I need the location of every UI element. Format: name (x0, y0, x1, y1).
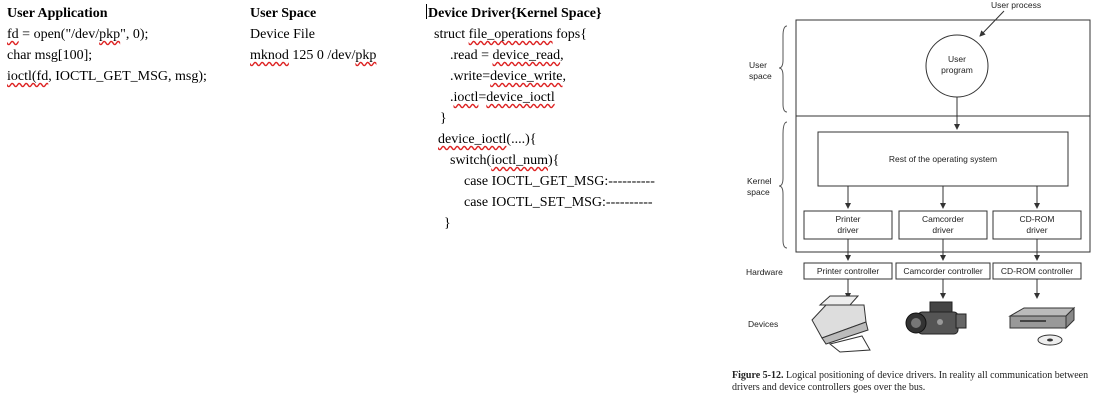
driver-line-struct: struct file_operations fops{ (434, 27, 587, 42)
mknod-line: mknod 125 0 /dev/pkp (250, 48, 377, 63)
text-cursor (426, 4, 427, 19)
driver-line-func: device_ioctl(....){ (438, 132, 537, 147)
driver-line-case-set: case IOCTL_SET_MSG:---------- (464, 195, 653, 210)
printer-driver-text-1: Printer (835, 214, 860, 224)
camcorder-driver-text-2: driver (932, 225, 953, 235)
driver-line-close-brace: } (440, 111, 447, 126)
devices-label: Devices (748, 319, 778, 329)
camcorder-driver-text-1: Camcorder (922, 214, 964, 224)
user-application-column: User Application fd = open("/dev/pkp", 0… (7, 3, 207, 87)
figure-caption: Figure 5-12. Logical positioning of devi… (732, 370, 1094, 394)
driver-line-end-brace: } (444, 216, 451, 231)
user-space-brace (778, 25, 788, 113)
caption-text: Logical positioning of device drivers. I… (732, 370, 1089, 393)
cdrom-driver-box (992, 210, 1082, 240)
device-driver-diagram: User space Kernel space Hardware Devices… (734, 0, 1096, 405)
driver-line-write: .write=device_write, (450, 69, 566, 84)
user-space-column: User Space Device File mknod 125 0 /dev/… (250, 3, 376, 66)
user-process-label: User process (991, 0, 1041, 10)
printer-icon (811, 295, 871, 353)
driver-line-read: .read = device_read, (450, 48, 564, 63)
rest-of-os-box (817, 131, 1069, 187)
cdrom-controller-text: CD-ROM controller (1001, 266, 1073, 276)
cdrom-driver-text-2: driver (1026, 225, 1047, 235)
kernel-space-label-2: space (747, 187, 770, 197)
printer-driver-text-2: driver (837, 225, 858, 235)
user-process-arrow (979, 10, 1005, 37)
hardware-label: Hardware (746, 267, 783, 277)
device-driver-column: Device Driver{Kernel Space} struct file_… (426, 3, 655, 234)
squiggle-fd: fd (7, 27, 19, 42)
driver-line-switch: switch(ioctl_num){ (450, 153, 560, 168)
driver-line-ioctl: .ioctl=device_ioctl (450, 90, 555, 105)
app-line-ioctl: ioctl(fd, IOCTL_GET_MSG, msg); (7, 69, 207, 84)
kernel-space-label-1: Kernel (747, 176, 772, 186)
user-space-header: User Space (250, 6, 317, 21)
cdrom-icon (1008, 306, 1076, 346)
user-program-text-1: User (948, 54, 966, 64)
cdrom-driver-text-1: CD-ROM (1020, 214, 1055, 224)
app-line-open: fd = open("/dev/pkp", 0); (7, 27, 149, 42)
user-space-label-1: User (749, 60, 767, 70)
caption-label: Figure 5-12. (732, 370, 784, 381)
device-file-line: Device File (250, 27, 315, 42)
camcorder-driver-box (898, 210, 988, 240)
device-driver-header: Device Driver{Kernel Space} (426, 4, 602, 21)
app-line-msg: char msg[100]; (7, 48, 93, 63)
user-space-label-2: space (749, 71, 772, 81)
user-application-header: User Application (7, 6, 108, 21)
driver-line-case-get: case IOCTL_GET_MSG:---------- (464, 174, 655, 189)
user-program-text-2: program (941, 65, 973, 75)
camcorder-controller-text: Camcorder controller (903, 266, 983, 276)
printer-controller-text: Printer controller (817, 266, 880, 276)
camcorder-icon (905, 301, 967, 335)
rest-of-os-text: Rest of the operating system (889, 154, 997, 164)
kernel-space-brace (778, 121, 788, 249)
